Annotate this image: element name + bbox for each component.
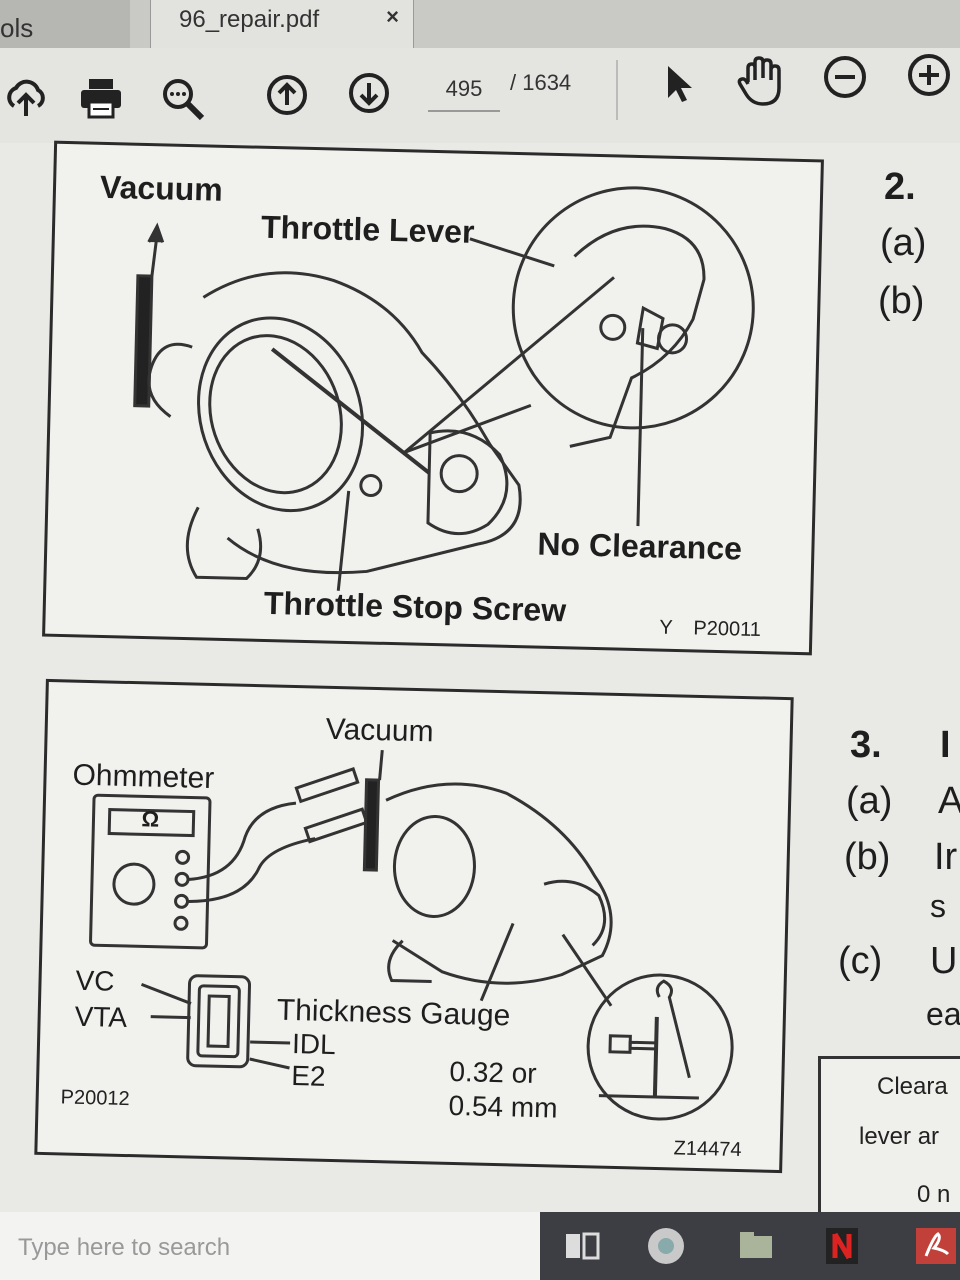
print-icon[interactable] [78, 76, 124, 120]
step-2b-label: (b) [878, 280, 925, 322]
step-3-title: I [940, 724, 951, 766]
gap-value-label-1: 0.32 or [449, 1055, 537, 1090]
figure-code-y: Y [659, 616, 674, 639]
step-3b-text: Ir [934, 836, 958, 878]
tab-tools-label: ols [0, 13, 34, 43]
tab-strip: ols 96_repair.pdf × [0, 0, 960, 48]
tab-tools[interactable]: ols [0, 0, 130, 48]
toolbar-separator [616, 60, 618, 120]
step-3a-label: (a) [846, 780, 893, 822]
select-arrow-icon[interactable] [662, 62, 696, 106]
page-number-input[interactable]: 495 [428, 68, 500, 112]
idl-terminal-label: IDL [291, 1028, 337, 1061]
vacuum-label-2: Vacuum [325, 712, 434, 749]
figure-throttle-lever: Vacuum Throttle Lever No Clearance Throt… [42, 140, 824, 656]
zoom-search-icon[interactable] [160, 76, 206, 122]
page-total: / 1634 [510, 70, 572, 95]
table-cell-value: 0 n [917, 1181, 951, 1208]
zoom-out-icon[interactable] [822, 54, 868, 100]
figure-code-z14474: Z14474 [673, 1137, 742, 1162]
gap-value-label-2: 0.54 mm [448, 1089, 558, 1124]
e2-terminal-label: E2 [290, 1060, 326, 1092]
netflix-icon[interactable] [822, 1226, 862, 1266]
step-3b-continuation: s [930, 888, 946, 924]
taskbar-apps [540, 1212, 960, 1280]
chrome-icon[interactable] [646, 1226, 686, 1266]
task-view-icon[interactable] [562, 1226, 602, 1266]
ohmmeter-label: Ohmmeter [72, 758, 215, 796]
vc-terminal-label: VC [75, 964, 115, 997]
zoom-in-icon[interactable] [906, 52, 952, 98]
figure-code-p20012: P20012 [60, 1086, 130, 1111]
clearance-table: Cleara lever ar 0 n [818, 1056, 960, 1222]
upload-icon[interactable] [4, 76, 48, 120]
sensor-test-illustration [89, 750, 734, 1121]
step-2-number: 2. [884, 166, 916, 208]
search-placeholder: Type here to search [18, 1234, 231, 1261]
close-tab-icon[interactable]: × [386, 4, 399, 29]
throttle-stop-screw-label: Throttle Stop Screw [263, 584, 567, 629]
tab-document[interactable]: 96_repair.pdf × [150, 0, 414, 48]
step-2a-label: (a) [880, 222, 927, 264]
thickness-gauge-label: Thickness Gauge [276, 993, 511, 1033]
step-3-number: 3. [850, 724, 882, 766]
throttle-lever-label: Throttle Lever [260, 208, 475, 250]
file-explorer-icon[interactable] [736, 1226, 776, 1266]
acrobat-icon[interactable] [914, 1226, 956, 1266]
figure-code-p20011: P20011 [693, 617, 762, 642]
step-3c-continuation: ea [926, 996, 960, 1032]
step-3c-label: (c) [838, 940, 883, 982]
pdf-toolbar: 495 / 1634 [0, 48, 960, 145]
step-3a-text: A [938, 780, 960, 822]
page-up-icon[interactable] [266, 74, 308, 116]
taskbar-search-box[interactable]: Type here to search [0, 1212, 540, 1280]
step-3b-label: (b) [844, 836, 891, 878]
no-clearance-label: No Clearance [537, 525, 743, 567]
figure-throttle-sensor-test: Vacuum Ohmmeter Ω VC VTA IDL E2 Thicknes… [34, 678, 794, 1174]
tab-document-title: 96_repair.pdf [179, 6, 320, 33]
page-down-icon[interactable] [348, 72, 390, 114]
step-3c-text: U [930, 940, 958, 982]
table-cell-clearance: Cleara [877, 1073, 948, 1100]
throttle-body-illustration [133, 186, 755, 591]
ohm-symbol: Ω [141, 806, 160, 832]
hand-icon[interactable] [736, 56, 786, 108]
vacuum-label: Vacuum [99, 168, 224, 208]
vta-terminal-label: VTA [74, 1000, 128, 1034]
table-cell-lever: lever ar [859, 1123, 940, 1150]
